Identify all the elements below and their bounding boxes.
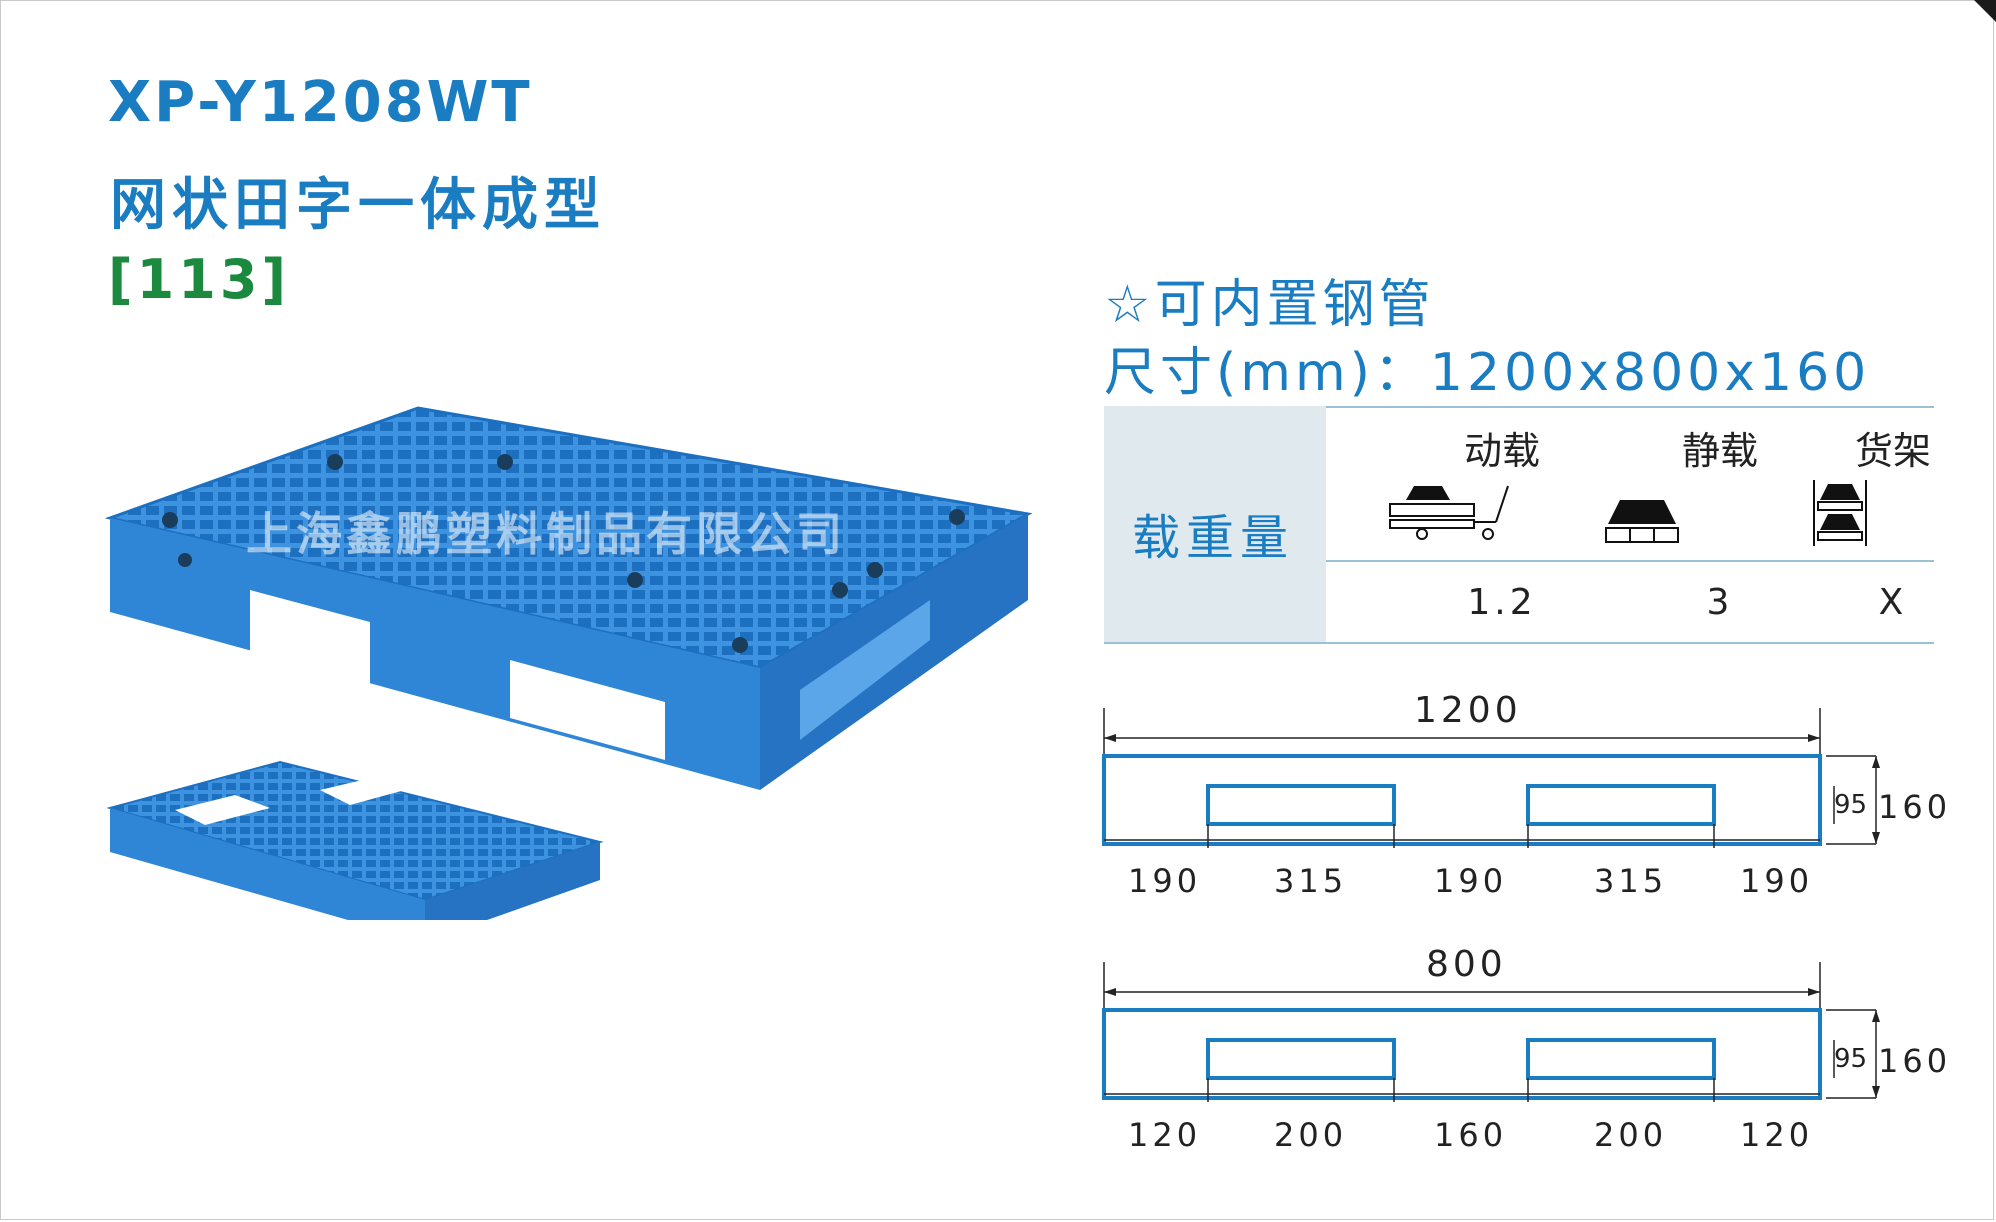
table-mid-rule: [1326, 560, 1934, 562]
short-seg-3: 160: [1434, 1116, 1508, 1154]
product-code: [113]: [108, 248, 291, 311]
corner-mark: [1974, 0, 1996, 22]
short-seg-4: 200: [1594, 1116, 1668, 1154]
col-dynamic-label: 动载: [1463, 429, 1540, 473]
long-side-diagram: [1102, 708, 1880, 848]
long-seg-4: 315: [1594, 862, 1668, 900]
col-static-value: 3: [1706, 582, 1734, 623]
table-bottom-rule: [1104, 642, 1934, 644]
col-rack-value: X: [1878, 582, 1908, 623]
short-seg-1: 120: [1128, 1116, 1202, 1154]
col-rack-label: 货架: [1854, 429, 1931, 473]
static-load-icon: [1605, 500, 1679, 543]
product-description: 网状田字一体成型: [110, 173, 606, 238]
short-opening-height: 95: [1834, 1044, 1868, 1074]
table-top-rule: [1104, 406, 1934, 408]
load-header-cell: 载重量: [1104, 406, 1326, 644]
feature-note: ☆可内置钢管: [1104, 275, 1435, 335]
trolley-load-icon: [1389, 485, 1509, 540]
short-side-diagram: [1102, 962, 1880, 1102]
long-opening-height: 95: [1834, 790, 1868, 820]
short-height-label: 160: [1878, 1042, 1952, 1080]
short-seg-5: 120: [1740, 1116, 1814, 1154]
long-seg-5: 190: [1740, 862, 1814, 900]
product-model: XP-Y1208WT: [108, 70, 533, 135]
col-static-label: 静载: [1681, 429, 1758, 473]
load-capacity-table: 载重量 动载 静载 货架 1.2 3 X: [1104, 406, 1934, 644]
long-seg-1: 190: [1128, 862, 1202, 900]
long-seg-2: 315: [1274, 862, 1348, 900]
short-seg-2: 200: [1274, 1116, 1348, 1154]
long-total-label: 1200: [1414, 690, 1522, 731]
load-header-label: 载重量: [1132, 510, 1295, 566]
dimensions-text: 尺寸(mm)：1200x800x160: [1104, 343, 1871, 403]
rack-load-icon: [1813, 480, 1867, 546]
large-pallet-image: [104, 406, 1033, 790]
watermark-text: 上海鑫鹏塑料制品有限公司: [246, 507, 846, 561]
col-dynamic-value: 1.2: [1467, 582, 1537, 623]
long-seg-3: 190: [1434, 862, 1508, 900]
pallet-images: [104, 406, 1033, 920]
short-total-label: 800: [1426, 944, 1507, 985]
small-pallet-image: [106, 760, 604, 920]
long-height-label: 160: [1878, 788, 1952, 826]
